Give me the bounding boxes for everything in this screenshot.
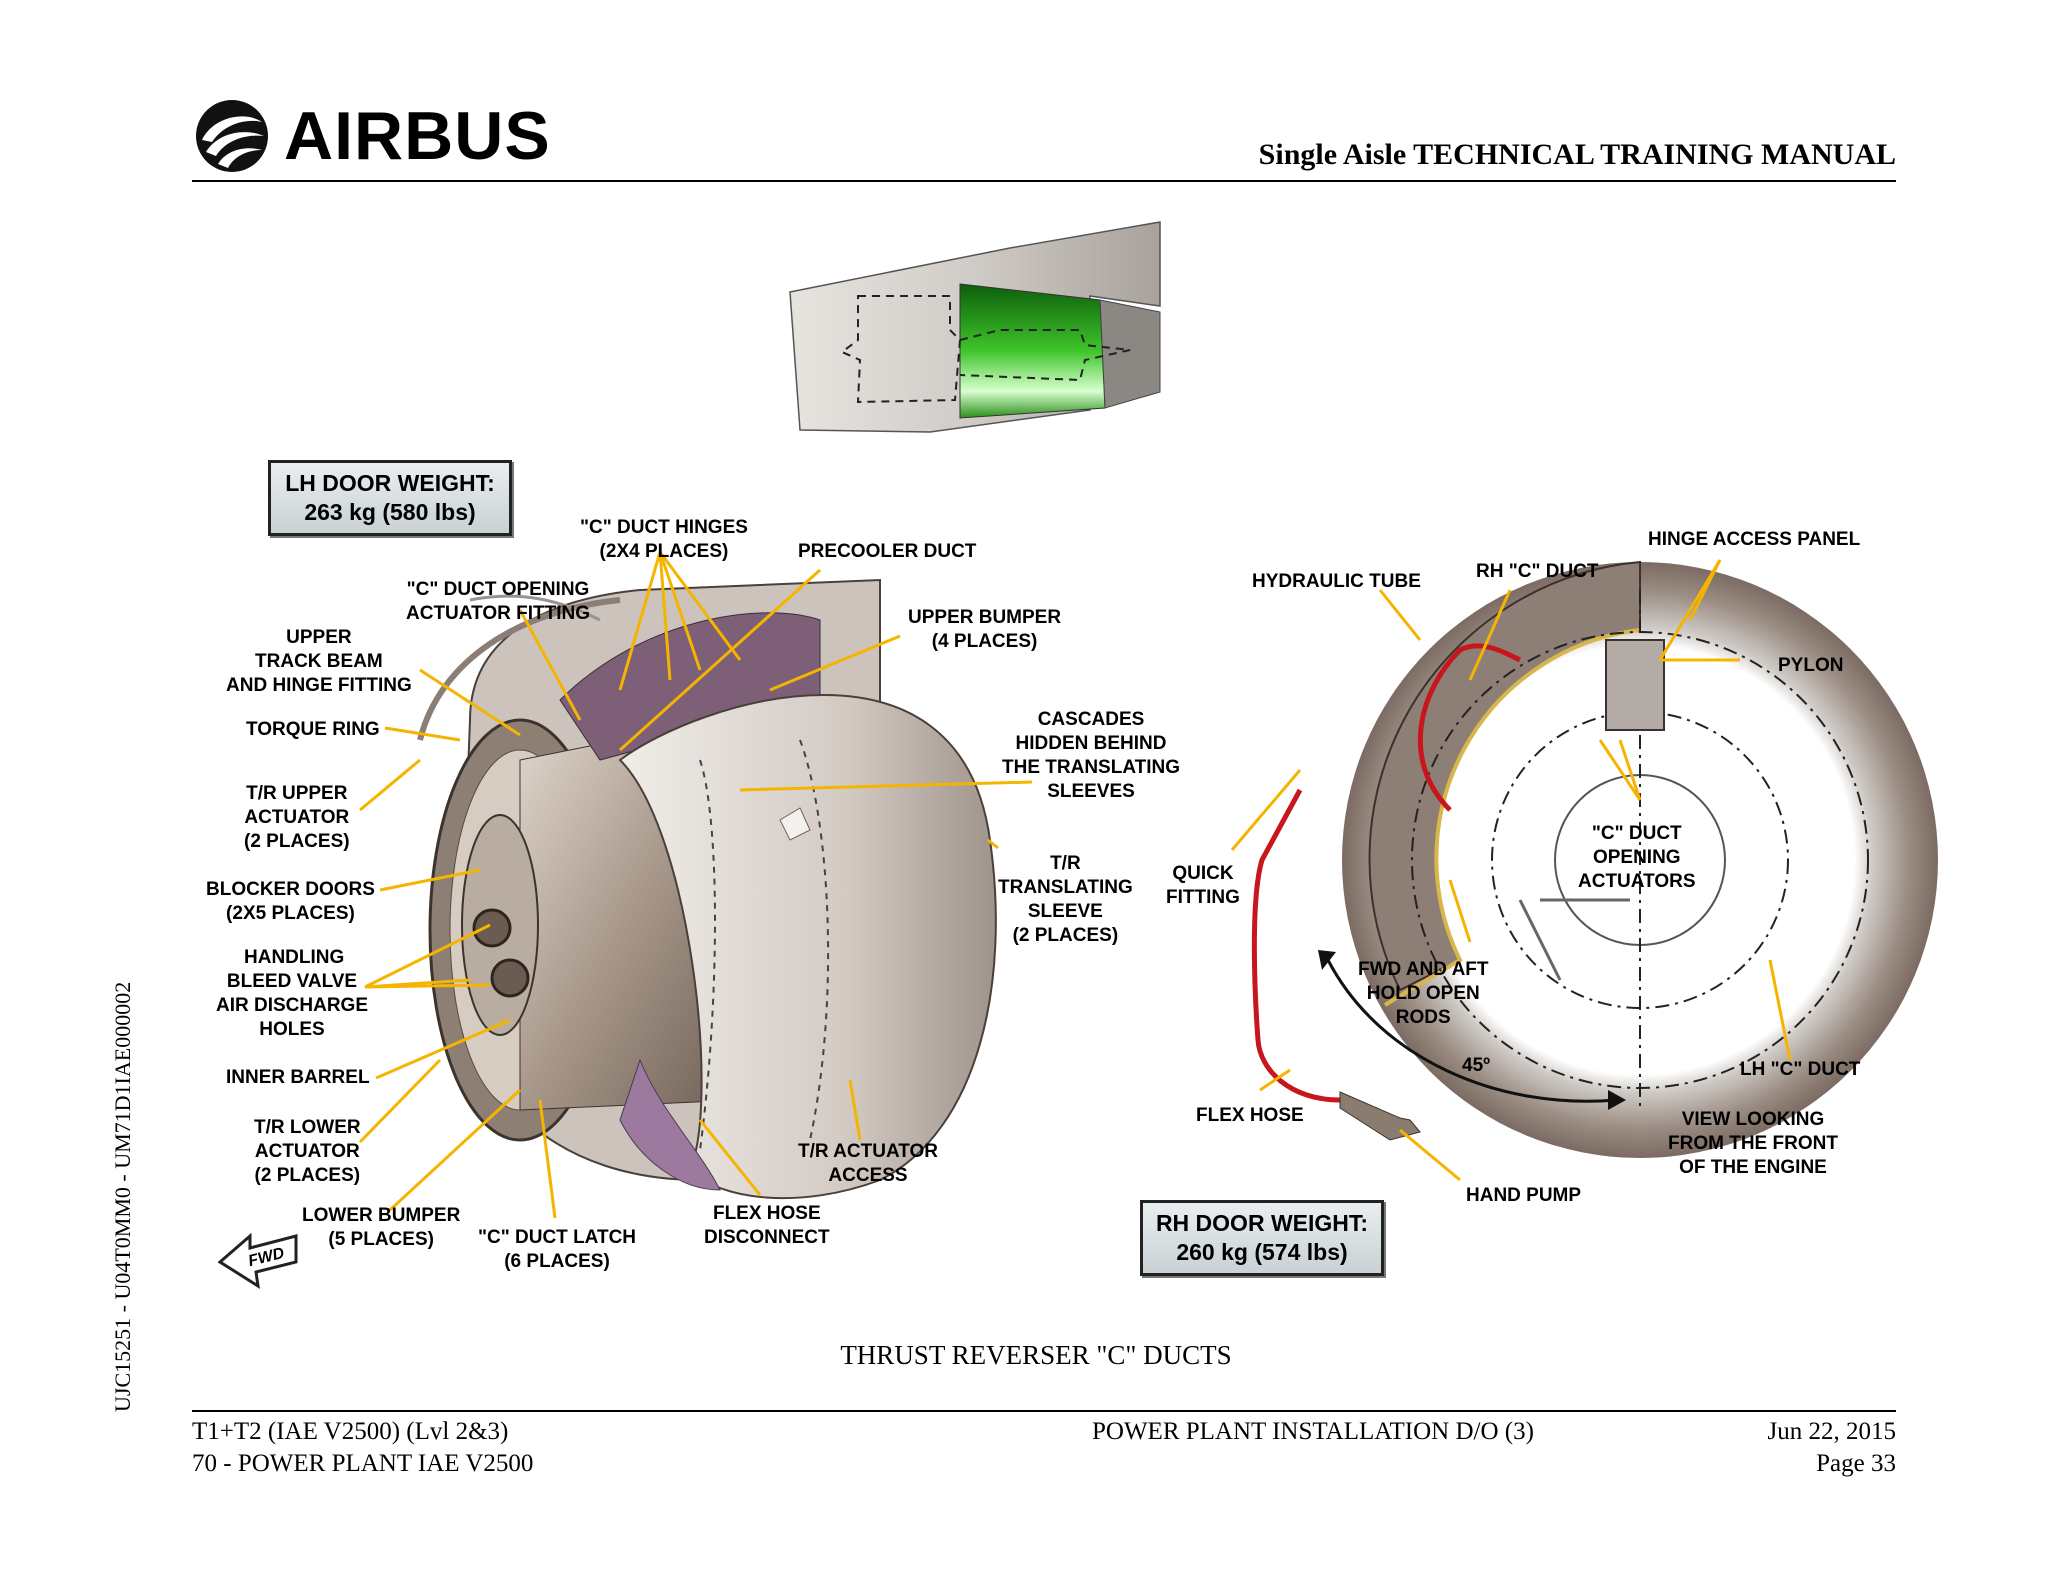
header-rule	[192, 180, 1896, 182]
label-bleed-valve: BLEED VALVE AIR DISCHARGE HOLES	[216, 971, 369, 1040]
label-precooler-duct: PRECOOLER DUCT	[798, 541, 977, 562]
label-angle: 45º	[1462, 1055, 1491, 1076]
airbus-logo: AIRBUS	[192, 96, 552, 176]
lh-weight-title: LH DOOR WEIGHT:	[285, 470, 495, 496]
label-inner-barrel: INNER BARREL	[226, 1067, 370, 1088]
label-tr-lower-actuator: T/R LOWER ACTUATOR (2 PLACES)	[254, 1117, 361, 1186]
label-opening-actuator-fitting: "C" DUCT OPENING ACTUATOR FITTING	[406, 579, 590, 624]
label-c-duct-opening-actuators: "C" DUCT OPENING ACTUATORS	[1578, 823, 1696, 892]
flex-hose	[1251, 788, 1421, 1141]
label-c-duct-hinges: "C" DUCT HINGES (2X4 PLACES)	[580, 517, 748, 562]
label-hinge-access-panel: HINGE ACCESS PANEL	[1648, 529, 1861, 550]
label-view-looking: VIEW LOOKING FROM THE FRONT OF THE ENGIN…	[1668, 1109, 1838, 1178]
label-tr-actuator-access: T/R ACTUATOR ACCESS	[798, 1141, 939, 1186]
label-hold-open-rods: FWD AND AFT HOLD OPEN RODS	[1358, 959, 1489, 1028]
label-tr-upper-actuator: T/R UPPER ACTUATOR (2 PLACES)	[244, 783, 350, 852]
label-lh-c-duct: LH "C" DUCT	[1740, 1059, 1861, 1080]
label-hydraulic-tube: HYDRAULIC TUBE	[1252, 571, 1421, 592]
nacelle-thumbnail	[789, 221, 1161, 433]
footer-chapter: 70 - POWER PLANT IAE V2500	[192, 1450, 534, 1477]
rh-weight-value: 260 kg (574 lbs)	[1176, 1239, 1348, 1265]
label-upper-track-beam: UPPER TRACK BEAM AND HINGE FITTING	[226, 627, 412, 696]
rh-door-weight-box: RH DOOR WEIGHT: 260 kg (574 lbs)	[1140, 1200, 1384, 1276]
fwd-arrow: FWD	[217, 1232, 298, 1290]
label-flex-hose: FLEX HOSE	[1196, 1105, 1304, 1126]
label-tr-translating-sleeve: T/R TRANSLATING SLEEVE (2 PLACES)	[998, 853, 1133, 946]
label-pylon: PYLON	[1778, 655, 1844, 676]
swing-arrow	[1318, 950, 1626, 1110]
lh-door-weight-box: LH DOOR WEIGHT: 263 kg (580 lbs)	[268, 460, 512, 536]
lh-weight-value: 263 kg (580 lbs)	[304, 499, 476, 525]
footer-rule	[192, 1410, 1896, 1412]
manual-title: Single Aisle TECHNICAL TRAINING MANUAL	[1258, 138, 1896, 171]
label-flex-hose-disconnect: FLEX HOSE DISCONNECT	[704, 1203, 830, 1248]
footer-date: Jun 22, 2015	[1767, 1418, 1896, 1445]
leader-lines	[358, 551, 1792, 1219]
footer-section: POWER PLANT INSTALLATION D/O (3)	[1092, 1418, 1534, 1445]
airbus-logo-icon	[196, 100, 268, 172]
front-view-ring	[1342, 560, 1938, 1158]
footer-course: T1+T2 (IAE V2500) (Lvl 2&3)	[192, 1418, 509, 1445]
label-rh-c-duct: RH "C" DUCT	[1476, 561, 1599, 582]
rh-weight-title: RH DOOR WEIGHT:	[1155, 1210, 1369, 1236]
label-lower-bumper: LOWER BUMPER (5 PLACES)	[302, 1205, 461, 1250]
label-cascades: CASCADES HIDDEN BEHIND THE TRANSLATING S…	[1002, 709, 1181, 802]
brand-name: AIRBUS	[284, 98, 551, 174]
label-c-duct-latch: "C" DUCT LATCH (6 PLACES)	[478, 1227, 637, 1272]
footer-page: Page 33	[1816, 1450, 1896, 1477]
label-handling: HANDLING	[244, 947, 345, 968]
figure-caption: THRUST REVERSER "C" DUCTS	[840, 1340, 1232, 1370]
label-blocker-doors: BLOCKER DOORS (2X5 PLACES)	[206, 879, 375, 924]
label-quick-fitting: QUICK FITTING	[1166, 863, 1240, 908]
label-hand-pump: HAND PUMP	[1466, 1185, 1582, 1206]
label-torque-ring: TORQUE RING	[246, 719, 380, 740]
label-upper-bumper: UPPER BUMPER (4 PLACES)	[908, 607, 1062, 652]
